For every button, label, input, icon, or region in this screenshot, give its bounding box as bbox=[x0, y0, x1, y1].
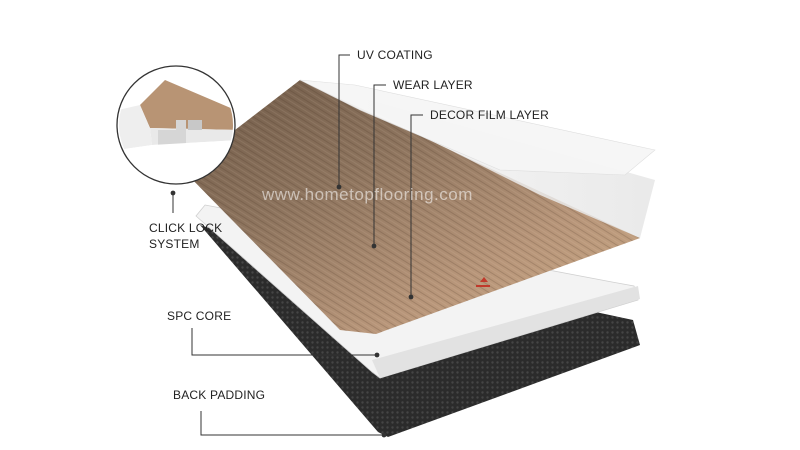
uv-coating-leader bbox=[338, 54, 350, 187]
spc-core-label: SPC CORE bbox=[167, 309, 232, 323]
uv-coating-label: UV COATING bbox=[357, 48, 433, 62]
wear-layer-label: WEAR LAYER bbox=[393, 78, 473, 92]
leader-dots bbox=[170, 184, 414, 438]
spc-core-edge bbox=[372, 286, 640, 378]
click-lock-label-line1: CLICK LOCK bbox=[149, 221, 223, 235]
wear-layer-leader bbox=[373, 84, 386, 246]
brand-mark bbox=[476, 277, 490, 287]
decor-film-leader bbox=[410, 114, 423, 297]
back-padding-leader bbox=[200, 411, 384, 436]
click-lock-magnifier bbox=[116, 65, 236, 185]
back-padding-label: BACK PADDING bbox=[173, 388, 266, 402]
decor-film-layer-label: DECOR FILM LAYER bbox=[430, 108, 549, 122]
uv-coating-sheet bbox=[299, 79, 656, 176]
click-lock-system-label: CLICK LOCK SYSTEM bbox=[149, 220, 222, 252]
spc-core-leader bbox=[191, 328, 377, 356]
click-lock-label-line2: SYSTEM bbox=[149, 237, 200, 251]
watermark-text: www.hometopflooring.com bbox=[262, 185, 473, 204]
leader-lines bbox=[172, 54, 423, 436]
